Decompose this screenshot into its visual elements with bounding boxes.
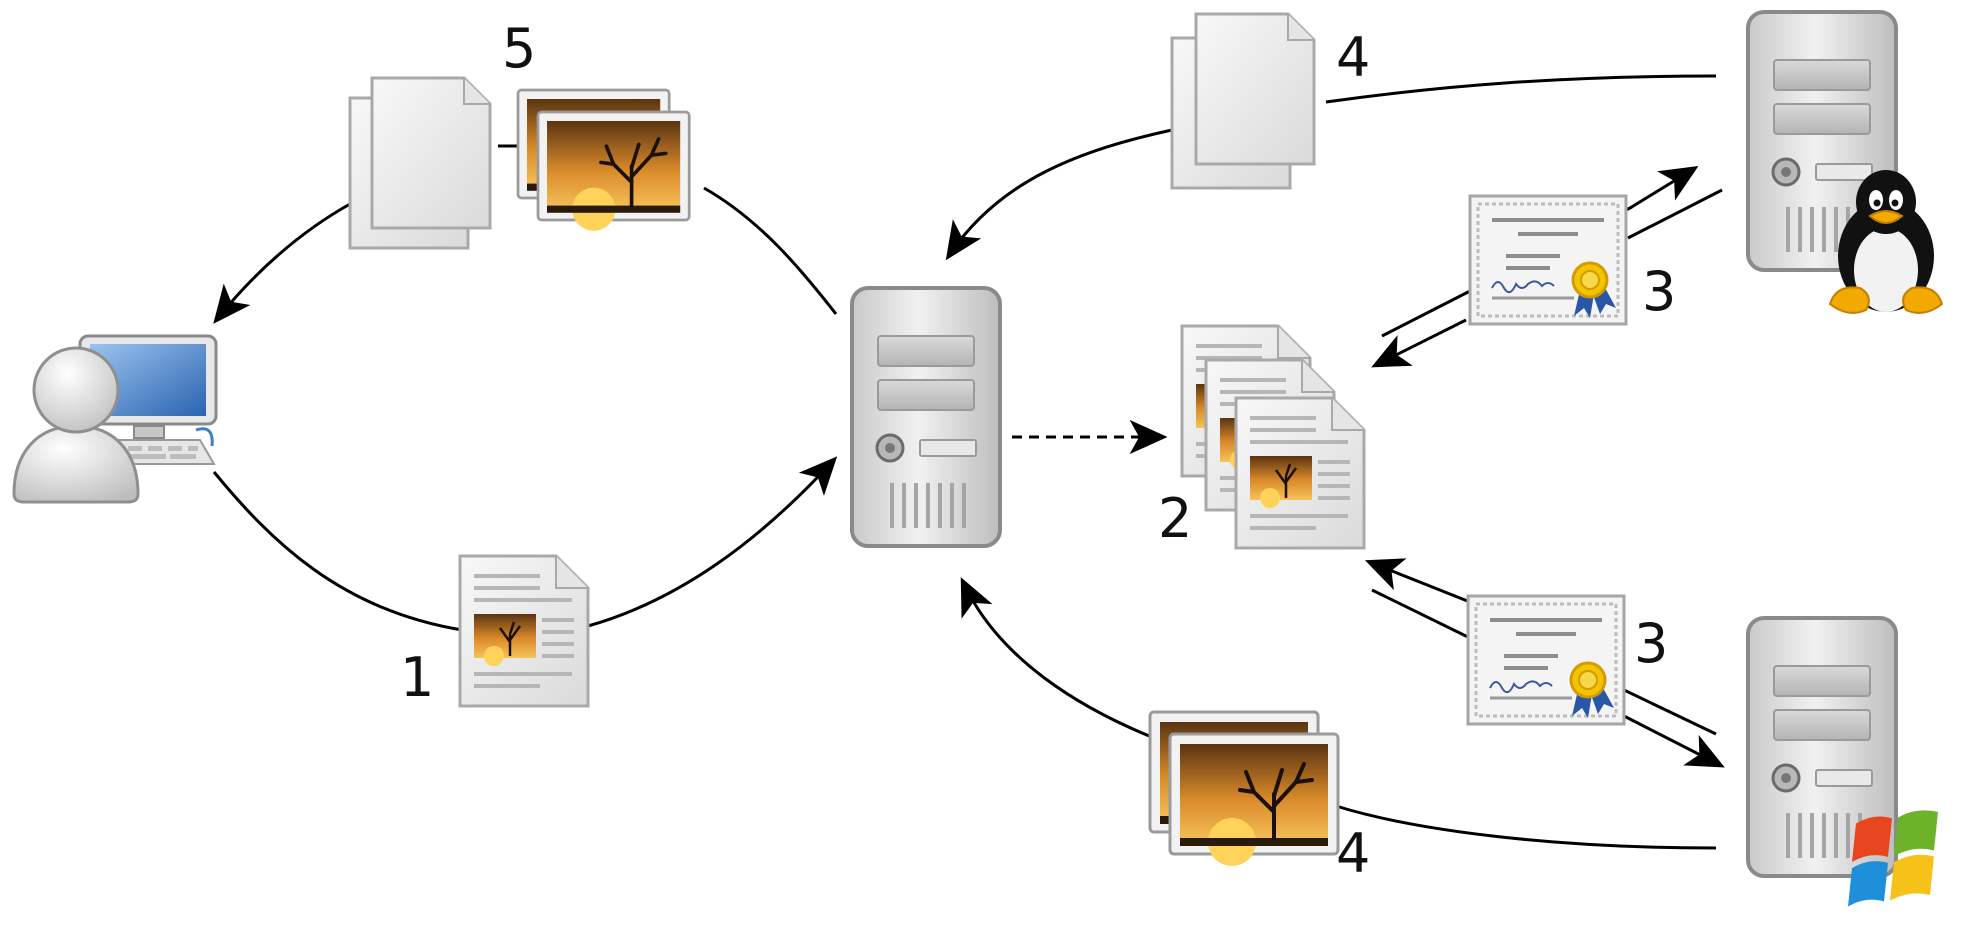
certificate-icon-top xyxy=(1468,194,1628,326)
arrow-linux-to-files xyxy=(1325,74,1717,104)
step-number-1: 1 xyxy=(400,646,434,709)
arrow-doc-to-server xyxy=(587,456,838,628)
arrow-files-to-server xyxy=(945,128,1173,261)
central-server-icon xyxy=(850,286,1002,548)
arrow-server-to-result xyxy=(703,186,838,315)
windows-server-icon xyxy=(1746,616,1938,907)
step-number-5: 5 xyxy=(502,17,536,80)
file-stack-icon xyxy=(1170,12,1316,190)
step-labels: 5 1 2 4 4 3 3 xyxy=(400,17,1676,885)
step-number-4-bottom: 4 xyxy=(1336,822,1370,885)
arrow-images-to-server xyxy=(960,577,1155,740)
certificate-icon-bottom xyxy=(1466,594,1626,726)
image-stack-icon xyxy=(1148,710,1340,868)
connector-lines xyxy=(212,74,1725,850)
windows-logo-icon xyxy=(1848,810,1938,907)
arrow-user-to-server xyxy=(212,471,463,632)
arrow-docs-to-linux xyxy=(1381,288,1473,338)
arrow-windows-to-images xyxy=(1335,804,1717,850)
arrow-result-to-user xyxy=(213,202,351,324)
linux-server-icon xyxy=(1746,10,1944,314)
step-number-3-bottom: 3 xyxy=(1634,612,1668,675)
arrow-docs-to-windows xyxy=(1623,714,1725,768)
step-number-2: 2 xyxy=(1158,487,1192,550)
step-number-4-top: 4 xyxy=(1336,26,1370,89)
result-file-stack-icon xyxy=(348,76,492,250)
arrow-windows-to-docs xyxy=(1364,558,1471,604)
document-stack-icon xyxy=(1180,324,1366,550)
result-image-stack-icon xyxy=(516,88,692,233)
user-computer-icon xyxy=(12,334,218,504)
tux-penguin-icon xyxy=(1828,170,1944,314)
step-number-3-top: 3 xyxy=(1642,260,1676,323)
document-with-image-icon xyxy=(458,554,590,708)
arrow-linux-to-docs xyxy=(1371,318,1467,368)
